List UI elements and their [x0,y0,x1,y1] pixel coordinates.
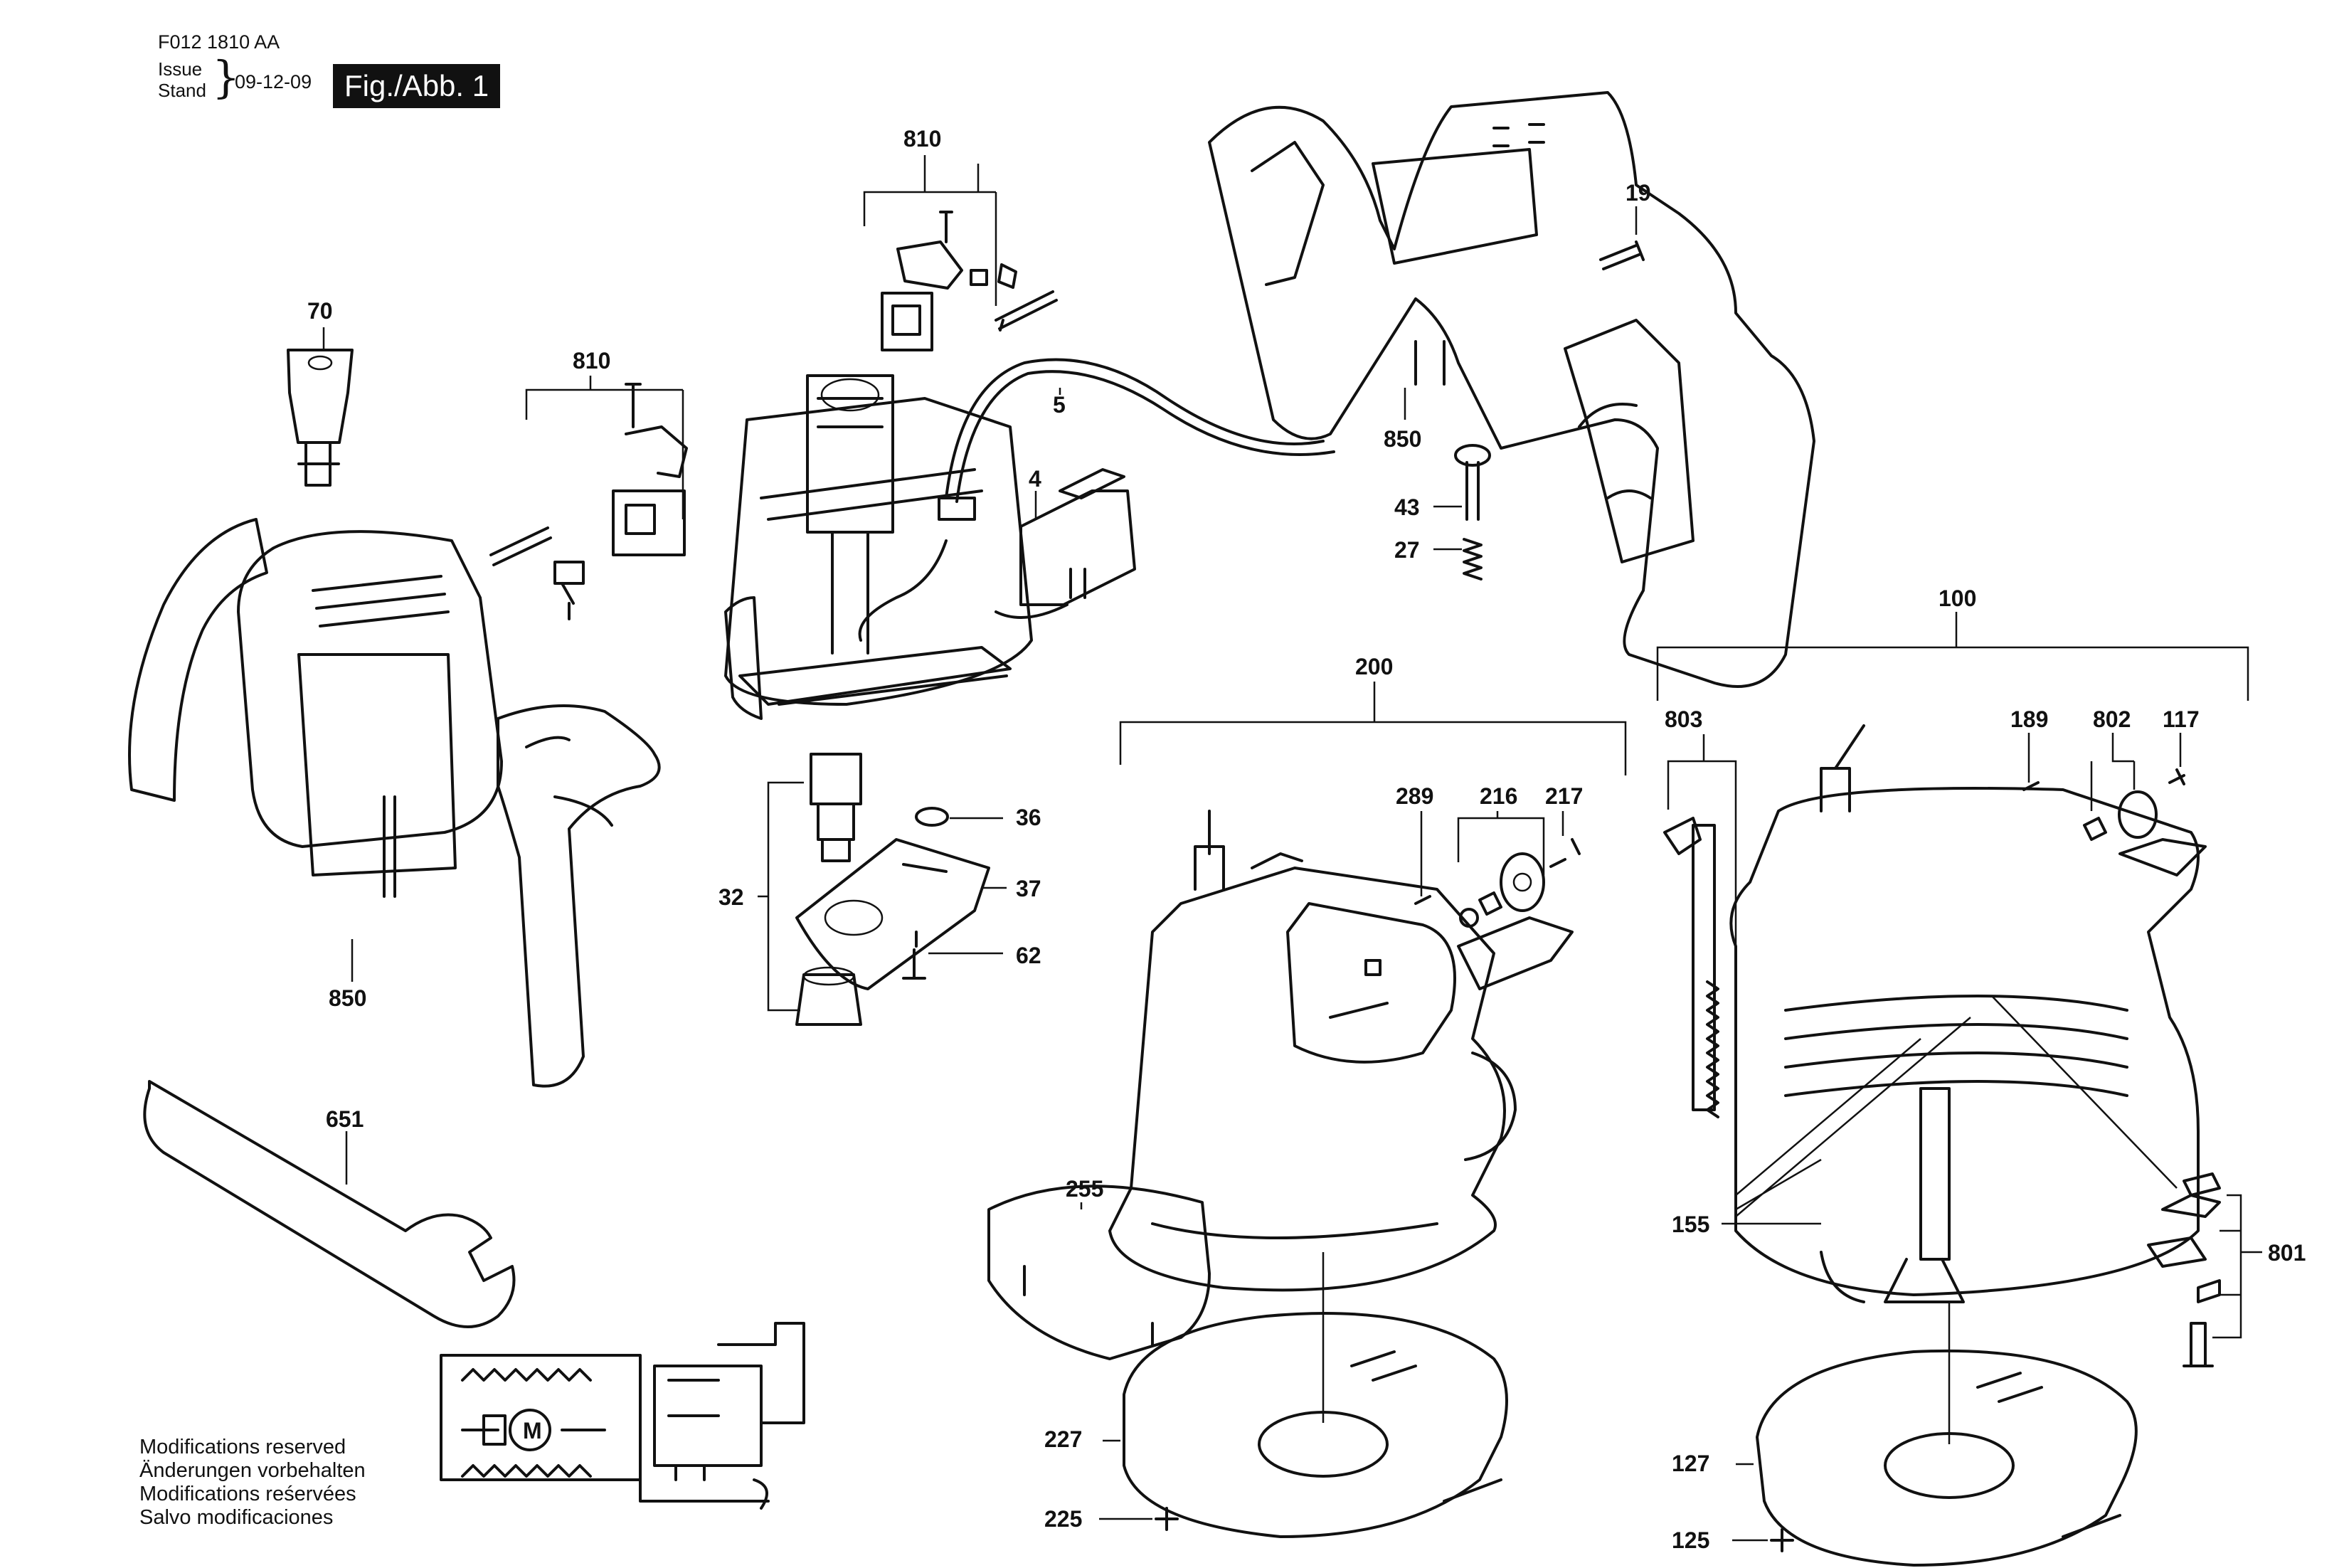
callout-62: 62 [1016,943,1041,968]
issue-date: 09-12-09 [235,71,312,92]
knob-assembly-802 [2083,733,2158,841]
callout-801: 801 [2268,1240,2306,1266]
spring-27 [1433,538,1483,581]
callout-43: 43 [1394,494,1420,520]
screw-62 [902,931,1003,980]
callout-32: 32 [718,884,744,910]
base-plate-227 [1103,1252,1508,1538]
callout-189: 189 [2010,706,2048,732]
callout-227: 227 [1044,1426,1082,1452]
collet-32 [758,753,862,1026]
stand-label: Stand [158,80,206,101]
figure-label: Fig./Abb. 1 [333,64,501,108]
screw-217 [1549,811,1581,868]
nut-36 [915,807,1003,827]
issue-label: Issue [158,58,203,80]
callout-255: 255 [1066,1176,1103,1202]
callout-225: 225 [1044,1506,1082,1532]
callout-127: 127 [1672,1451,1709,1476]
screw-125 [1732,1528,1794,1552]
motor-symbol-label: M [523,1418,542,1443]
knob-assembly-216 [1457,811,1545,928]
callout-217: 217 [1545,783,1583,809]
chip-shield-255 [987,1185,1211,1360]
depth-stop-803 [1663,734,1737,1153]
wiring-schematic: M [440,1322,805,1510]
screw-289 [1414,811,1431,905]
callout-4: 4 [1029,466,1041,492]
callout-810-left: 810 [573,348,610,374]
drawing-code: F012 1810 AA [158,31,280,53]
wrench-651 [143,1080,516,1328]
note-line: Salvo modificaciones [139,1506,334,1529]
lock-button-43 [1433,444,1491,521]
callout-117: 117 [2163,706,2200,732]
screw-225 [1099,1507,1179,1531]
switch-4 [995,468,1136,619]
guide-rods-155 [1722,1017,1971,1225]
base-assembly-200 [1108,682,1627,1292]
plate-37 [795,838,1007,990]
screw-117 [2168,733,2185,785]
note-line: Modifications reśervées [139,1483,356,1505]
callout-155: 155 [1672,1212,1709,1237]
plunge-base-100 [1656,612,2249,1303]
motor-housing-850-right [1208,91,1815,688]
brace-glyph: } [212,51,240,103]
callout-100: 100 [1939,586,1976,611]
callout-70: 70 [307,298,333,324]
note-line: Modifications reserved [139,1436,346,1458]
callout-200: 200 [1355,654,1393,679]
callout-125: 125 [1672,1527,1709,1553]
callout-810-upper: 810 [903,126,941,152]
callout-802: 802 [2093,706,2131,732]
callout-numbers: 810 810 70 5 4 19 850 850 43 27 100 200 … [307,126,2306,1553]
callout-850-right: 850 [1384,426,1421,452]
cord-guard-70 [287,327,354,487]
base-plate-127 [1736,1302,2138,1567]
callout-5: 5 [1053,392,1066,418]
screw-189 [2022,733,2040,791]
callout-850-left: 850 [329,985,366,1011]
brush-holder-set-left [489,376,688,620]
callout-216: 216 [1480,783,1517,809]
callout-19: 19 [1626,180,1651,206]
modification-notes: Modifications reserved Änderungen vorbeh… [139,1436,366,1530]
screw-19 [1599,206,1645,270]
callout-803: 803 [1665,706,1702,732]
turret-stop-parts-801 [1991,995,2262,1367]
note-line: Änderungen vorbehalten [139,1459,366,1482]
callout-289: 289 [1396,783,1433,809]
callout-37: 37 [1016,876,1041,901]
brush-holder-set-upper [863,155,1058,351]
motor-stator-assembly [724,374,1033,720]
callout-651: 651 [326,1106,364,1132]
cable-5 [858,358,1335,642]
callout-36: 36 [1016,805,1041,830]
callout-27: 27 [1394,537,1420,563]
motor-housing-850-left [128,518,661,1088]
